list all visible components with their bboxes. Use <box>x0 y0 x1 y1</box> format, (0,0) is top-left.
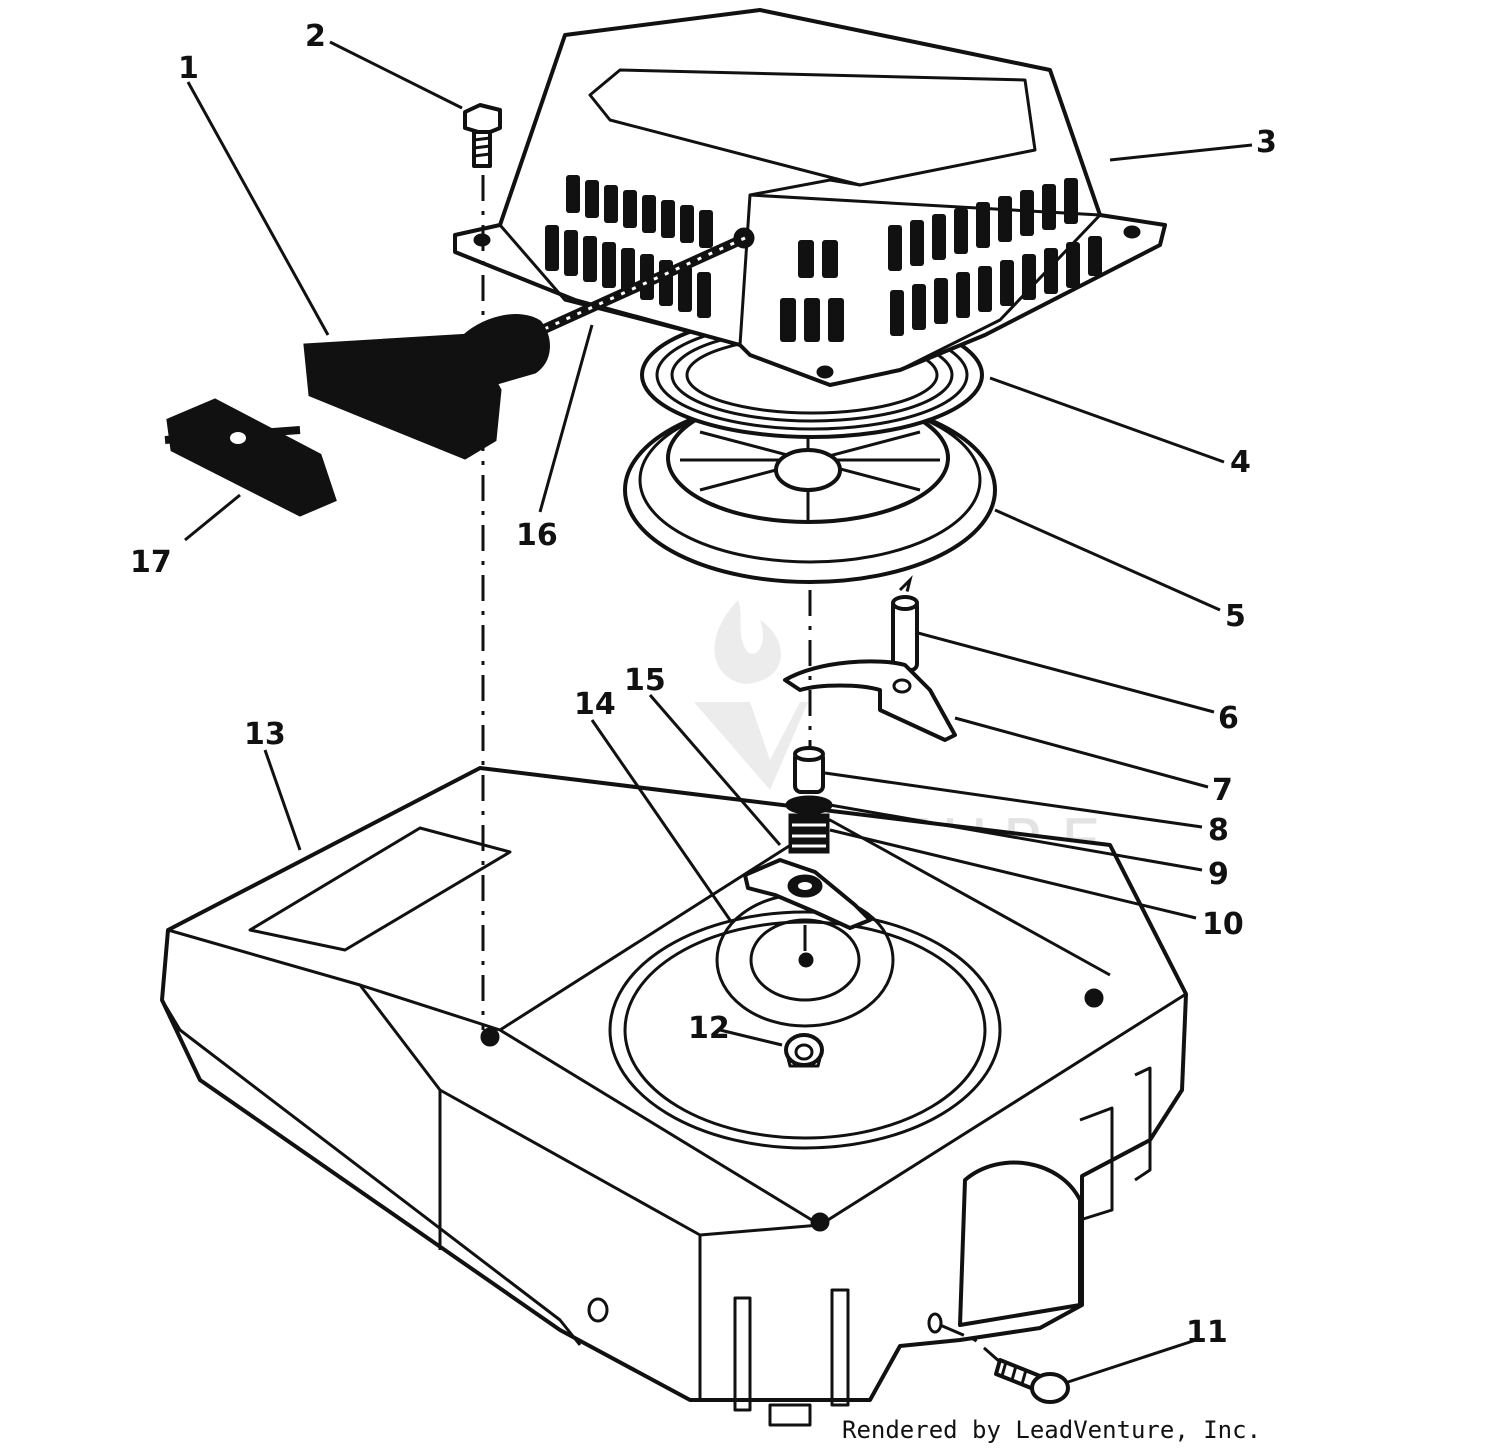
callout-14: 14 <box>574 687 616 722</box>
screw-part-2 <box>463 103 502 168</box>
callout-7: 7 <box>1212 773 1233 808</box>
plate-part-7 <box>783 659 957 742</box>
callout-8: 8 <box>1208 813 1229 848</box>
callout-5: 5 <box>1225 599 1246 634</box>
leader-lines <box>184 40 1253 1384</box>
rewind-housing-part-3 <box>453 8 1167 387</box>
assembly-center-lines <box>481 175 1001 1364</box>
callout-labels: 1 2 3 4 5 6 7 8 9 10 11 12 13 14 15 16 1… <box>130 19 1277 1350</box>
callout-16: 16 <box>516 518 558 553</box>
callout-9: 9 <box>1208 857 1229 892</box>
retainer-part-14-15 <box>743 858 872 930</box>
callout-10: 10 <box>1202 907 1244 942</box>
bolt-part-11 <box>994 1358 1070 1404</box>
blower-housing-part-13 <box>160 766 1188 1427</box>
footer-credit: Rendered by LeadVenture, Inc. <box>842 1416 1262 1444</box>
callout-1: 1 <box>178 51 199 86</box>
callout-2: 2 <box>305 19 326 54</box>
starter-handle-part-1 <box>303 314 550 460</box>
callout-4: 4 <box>1230 445 1251 480</box>
callout-12: 12 <box>688 1011 730 1046</box>
callout-11: 11 <box>1186 1315 1228 1350</box>
callout-3: 3 <box>1256 125 1277 160</box>
callout-13: 13 <box>244 717 286 752</box>
callout-17: 17 <box>130 545 172 580</box>
handle-insert-part-17 <box>166 398 337 517</box>
callout-6: 6 <box>1218 701 1239 736</box>
pin-part-6 <box>891 595 919 672</box>
nut-part-12 <box>784 1033 824 1068</box>
callout-15: 15 <box>624 663 666 698</box>
spring-stack-parts-7-10 <box>785 746 833 854</box>
